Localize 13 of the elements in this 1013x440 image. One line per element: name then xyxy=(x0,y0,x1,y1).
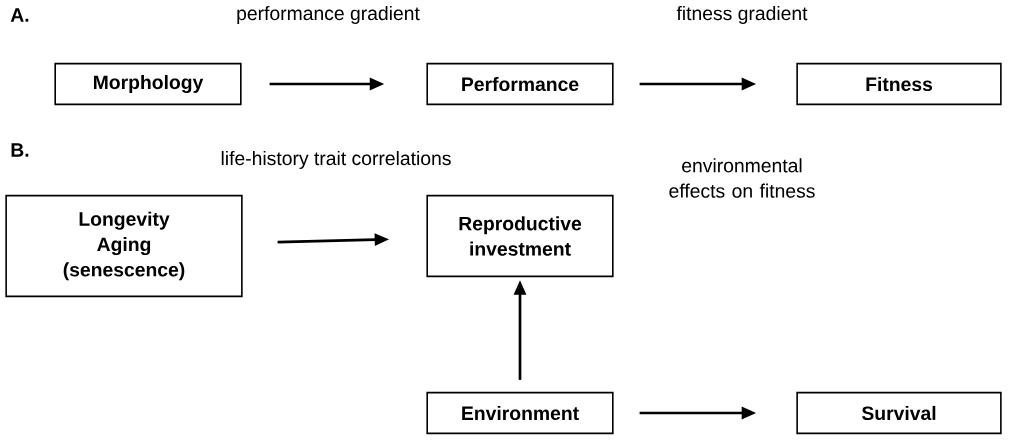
panel-letter: A. xyxy=(10,8,29,22)
process-box: Longevity Aging (senescence) xyxy=(5,194,243,298)
process-box: Performance xyxy=(426,62,614,106)
panel-letter: B. xyxy=(11,143,29,157)
annotation: fitness gradient xyxy=(676,6,808,24)
process-box: Reproductive investment xyxy=(426,194,614,278)
process-box: Environment xyxy=(426,391,614,435)
annotation: life-history trait correlations xyxy=(221,151,451,169)
process-box: Morphology xyxy=(54,62,242,106)
annotation: performance gradient xyxy=(237,6,420,24)
process-box: Survival xyxy=(796,391,1002,435)
annotation: environmental effects on fitness xyxy=(669,158,815,198)
process-box: Fitness xyxy=(796,62,1002,106)
